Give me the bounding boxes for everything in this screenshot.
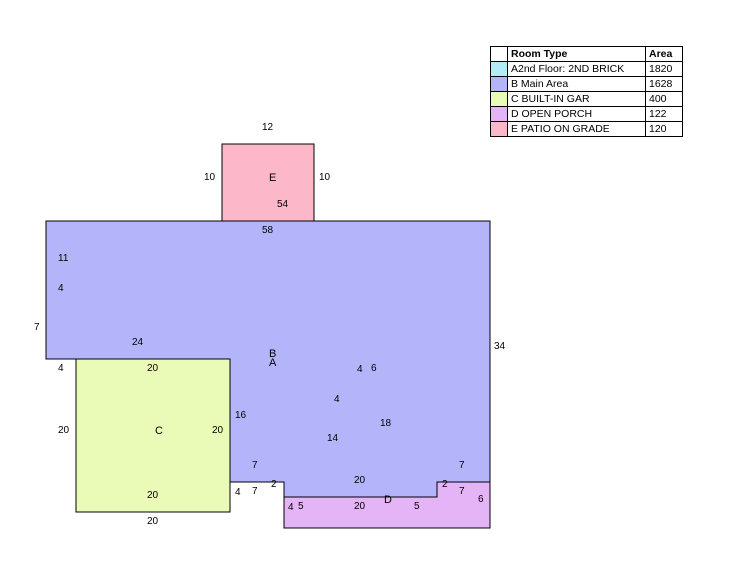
room-label-d: D (384, 494, 392, 506)
room-e-patio (221, 143, 315, 222)
room-label-b: B (269, 348, 276, 360)
dim-label: 58 (262, 225, 274, 236)
dim-label: 4 (58, 283, 64, 294)
room-label-a: A (269, 357, 277, 369)
room-b-main-area (45, 220, 491, 498)
legend-header-row: Room Type Area (490, 46, 683, 62)
dim-label: 7 (34, 322, 40, 333)
room-c-garage (75, 358, 231, 513)
legend-room-type: A2nd Floor: 2ND BRICK (507, 61, 646, 77)
dim-label: 20 (212, 425, 224, 436)
dim-label: 10 (319, 172, 331, 183)
legend-room-type: C BUILT-IN GAR (507, 91, 646, 107)
legend-area: 122 (645, 106, 683, 122)
dim-label: 7 (459, 460, 465, 471)
legend-swatch (490, 106, 508, 122)
dim-label: 5 (414, 501, 420, 512)
dim-label: 16 (235, 410, 247, 421)
dim-label: 54 (277, 199, 289, 210)
legend-area: 1628 (645, 76, 683, 92)
dim-label: 12 (262, 122, 274, 133)
dim-label: 7 (459, 486, 465, 497)
legend-area: 120 (645, 121, 683, 137)
legend-area: 400 (645, 91, 683, 107)
dim-label: 10 (204, 172, 216, 183)
legend-row: E PATIO ON GRADE 120 (490, 121, 683, 137)
dim-label: 4 (334, 394, 340, 405)
dim-label: 4 (235, 487, 241, 498)
legend-row: D OPEN PORCH 122 (490, 106, 683, 122)
legend-area: 1820 (645, 61, 683, 77)
legend-room-type: E PATIO ON GRADE (507, 121, 646, 137)
dim-label: 7 (252, 460, 258, 471)
legend-row: C BUILT-IN GAR 400 (490, 91, 683, 107)
dim-label: 20 (147, 490, 159, 501)
legend-row: A2nd Floor: 2ND BRICK 1820 (490, 61, 683, 77)
dim-label: 2 (442, 479, 448, 490)
dim-label: 2 (271, 479, 277, 490)
legend-swatch (490, 76, 508, 92)
legend-header-swatch (490, 46, 508, 62)
dim-label: 34 (494, 341, 506, 352)
dim-label: 20 (147, 516, 159, 527)
dim-label: 6 (371, 363, 377, 374)
legend-room-type: D OPEN PORCH (507, 106, 646, 122)
legend-room-type: B Main Area (507, 76, 646, 92)
dim-label: 18 (380, 418, 392, 429)
dim-label: 4 (58, 363, 64, 374)
legend-swatch (490, 91, 508, 107)
legend-header-area: Area (645, 46, 683, 62)
dim-label: 4 (288, 502, 294, 513)
room-label-e: E (269, 172, 276, 184)
legend-swatch (490, 61, 508, 77)
dim-label: 14 (327, 433, 339, 444)
dim-label: 20 (354, 475, 366, 486)
dim-label: 6 (478, 494, 484, 505)
dim-label: 5 (298, 501, 304, 512)
legend-swatch (490, 121, 508, 137)
dim-label: 20 (58, 425, 70, 436)
legend-header-type: Room Type (507, 46, 646, 62)
dim-label: 24 (132, 337, 144, 348)
dim-label: 4 (357, 364, 363, 375)
dim-label: 7 (252, 486, 258, 497)
room-label-c: C (155, 425, 163, 437)
legend-row: B Main Area 1628 (490, 76, 683, 92)
room-type-legend: Room Type Area A2nd Floor: 2ND BRICK 182… (490, 46, 683, 137)
dim-label: 20 (147, 363, 159, 374)
dim-label: 20 (354, 501, 366, 512)
dim-label: 11 (58, 253, 69, 264)
